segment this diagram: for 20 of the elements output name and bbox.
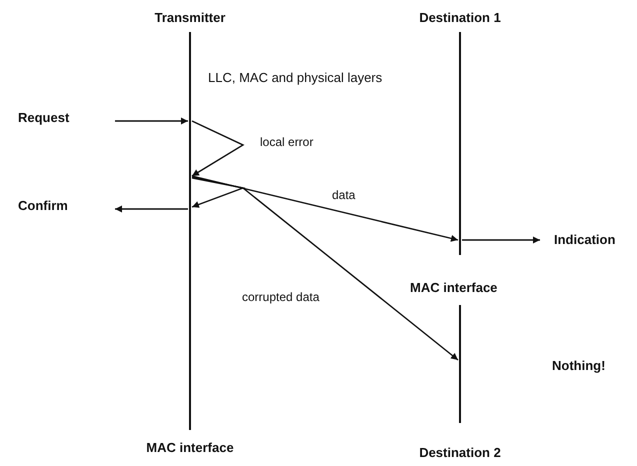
interface-label: MAC interface (146, 440, 234, 455)
edge-label: data (330, 188, 358, 202)
arrow (192, 120, 244, 177)
arrow (115, 206, 188, 212)
outcome-label: Nothing! (552, 358, 606, 373)
primitive-label: Request (18, 110, 70, 125)
interface-label: MAC interface (410, 280, 498, 295)
lifeline-title: Destination 2 (419, 445, 501, 460)
edge-label: corrupted data (240, 290, 322, 304)
arrow (192, 176, 458, 361)
arrow (462, 236, 540, 244)
arrow (115, 118, 188, 124)
lifeline-title: Transmitter (154, 10, 226, 25)
layer-note: LLC, MAC and physical layers (208, 70, 382, 85)
arrow (192, 177, 246, 208)
arrow (192, 175, 458, 242)
primitive-label: Indication (554, 232, 616, 247)
primitive-label: Confirm (18, 198, 68, 213)
edge-label: local error (258, 135, 316, 149)
lifeline-title: Destination 1 (419, 10, 501, 25)
